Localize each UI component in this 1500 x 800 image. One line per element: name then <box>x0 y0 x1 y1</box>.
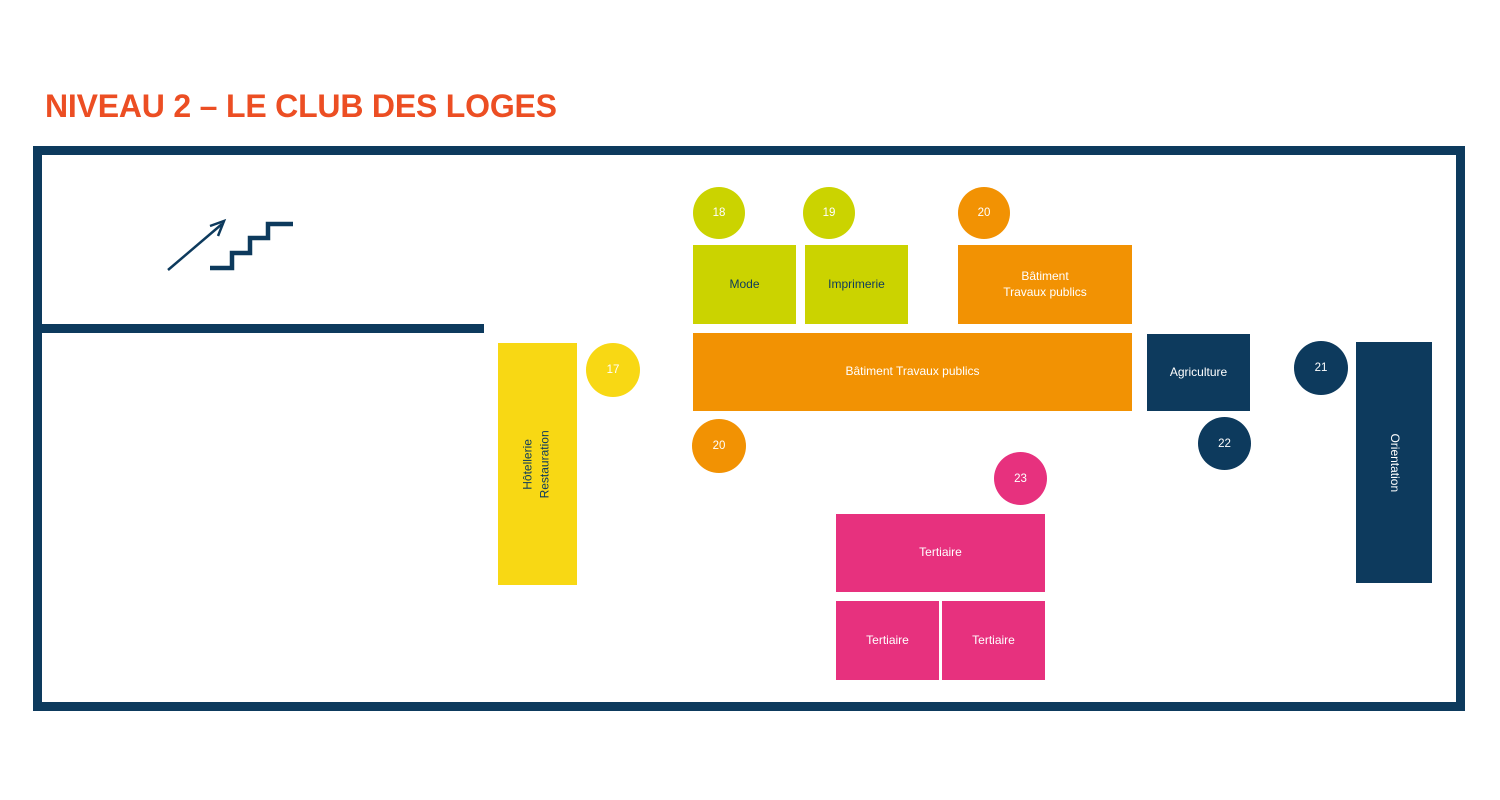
page-title: NIVEAU 2 – LE CLUB DES LOGES <box>45 88 557 124</box>
zone-label: Orientation <box>1387 433 1402 492</box>
stand-badge-18: 18 <box>693 187 745 239</box>
zone-label: Hôtellerie Restauration <box>521 429 553 499</box>
zone-orientation: Orientation <box>1356 342 1432 583</box>
zone-imprimerie: Imprimerie <box>805 245 908 324</box>
zone-hotellerie-restauration: Hôtellerie Restauration <box>498 343 577 585</box>
zone-label: Bâtiment Travaux publics <box>1003 268 1087 299</box>
badge-number: 20 <box>712 440 726 452</box>
stairs-up-icon <box>167 218 293 271</box>
zone-tertiaire-main: Tertiaire <box>836 514 1045 592</box>
zone-agriculture: Agriculture <box>1147 334 1250 411</box>
zone-tertiaire-left: Tertiaire <box>836 601 939 680</box>
stand-badge-19: 19 <box>803 187 855 239</box>
badge-number: 23 <box>1014 472 1027 485</box>
zone-mode: Mode <box>693 245 796 324</box>
badge-number: 19 <box>822 207 836 219</box>
zone-label: Tertiaire <box>919 545 962 560</box>
badge-number: 17 <box>606 364 620 376</box>
badge-number: 20 <box>977 207 991 219</box>
zone-batiment-travaux-publics-main: Bâtiment Travaux publics <box>693 333 1132 411</box>
stand-badge-23: 23 <box>994 452 1047 505</box>
stand-badge-17: 17 <box>586 343 640 397</box>
stand-badge-20-lower: 20 <box>692 419 746 473</box>
zone-label: Tertiaire <box>866 632 909 647</box>
stand-badge-22: 22 <box>1198 417 1251 470</box>
stand-badge-21: 21 <box>1294 341 1348 395</box>
stand-badge-20-upper: 20 <box>958 187 1010 239</box>
zone-batiment-travaux-publics-upper: Bâtiment Travaux publics <box>958 245 1132 324</box>
zone-label: Bâtiment Travaux publics <box>845 364 980 379</box>
zone-label: Agriculture <box>1169 364 1228 379</box>
wall-divider-line <box>33 324 484 333</box>
badge-number: 21 <box>1314 362 1328 374</box>
badge-number: 18 <box>712 207 726 219</box>
zone-tertiaire-right: Tertiaire <box>942 601 1045 680</box>
zone-label: Mode <box>729 276 760 291</box>
zone-label: Tertiaire <box>972 632 1015 647</box>
floor-plan-map: Hôtellerie Restauration Mode Imprimerie … <box>33 146 1465 711</box>
zone-label: Imprimerie <box>828 276 885 291</box>
badge-number: 22 <box>1218 437 1231 450</box>
